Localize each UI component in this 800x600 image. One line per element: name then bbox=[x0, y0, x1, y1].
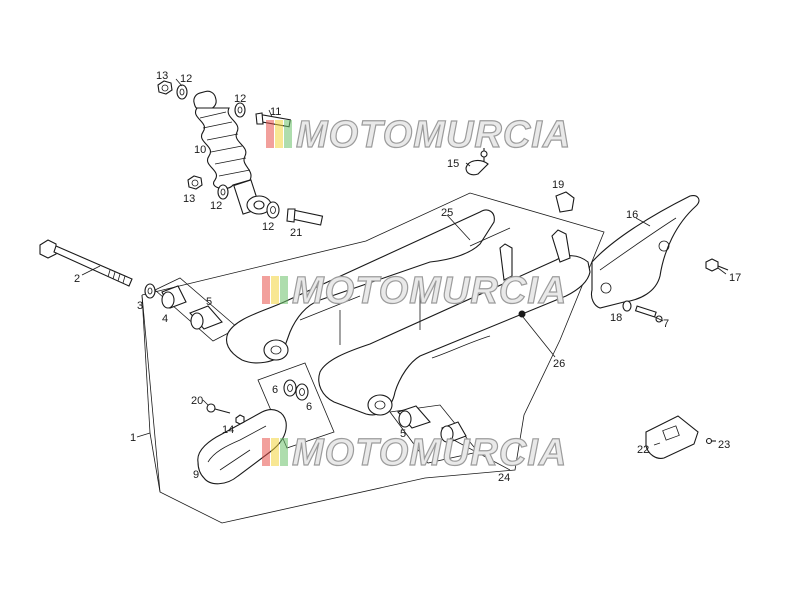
callout-4: 4 bbox=[162, 313, 168, 325]
callout-13: 13 bbox=[156, 70, 168, 82]
callout-19: 19 bbox=[552, 179, 564, 191]
washer-6-left bbox=[283, 379, 297, 397]
callout-18: 18 bbox=[610, 312, 622, 324]
bushing-24 bbox=[440, 421, 467, 443]
callout-5: 5 bbox=[400, 428, 406, 440]
callout-25: 25 bbox=[441, 207, 453, 219]
callout-24: 24 bbox=[498, 472, 510, 484]
callout-10: 10 bbox=[194, 144, 206, 156]
callout-13: 13 bbox=[183, 193, 195, 205]
callout-2: 2 bbox=[74, 273, 80, 285]
bolt-7 bbox=[634, 305, 663, 323]
shock-top-washer bbox=[176, 84, 188, 100]
callout-7: 7 bbox=[663, 318, 669, 330]
bushing-group-box-right bbox=[389, 404, 479, 464]
callout-6: 6 bbox=[272, 384, 278, 396]
clip-19 bbox=[555, 191, 575, 213]
nut-14 bbox=[235, 414, 245, 425]
bolt-17 bbox=[705, 258, 729, 272]
callout-12: 12 bbox=[234, 93, 246, 105]
callout-16: 16 bbox=[626, 209, 638, 221]
callout-12: 12 bbox=[180, 73, 192, 85]
watermark-top: MOTOMURCIA bbox=[266, 113, 571, 157]
callout-15: 15 bbox=[447, 158, 459, 170]
callout-12: 12 bbox=[262, 221, 274, 233]
shock-upper-washer bbox=[234, 102, 246, 118]
washer-3 bbox=[144, 283, 156, 299]
watermark-text: MOTOMURCIA bbox=[296, 114, 571, 156]
bushing-5-right bbox=[397, 405, 431, 429]
callout-3: 3 bbox=[137, 300, 143, 312]
swingarm-axle bbox=[39, 239, 133, 287]
callout-6: 6 bbox=[306, 401, 312, 413]
washer-18 bbox=[622, 300, 632, 312]
assembly-outline bbox=[141, 192, 605, 524]
watermark-text: MOTOMURCIA bbox=[292, 432, 567, 474]
screw-23 bbox=[705, 437, 716, 445]
shock-absorber bbox=[193, 90, 272, 215]
screw-20 bbox=[206, 403, 231, 414]
callout-5: 5 bbox=[206, 296, 212, 308]
callout-9: 9 bbox=[193, 469, 199, 481]
callout-22: 22 bbox=[637, 444, 649, 456]
clip-15 bbox=[465, 148, 489, 176]
shock-lower-bolt bbox=[286, 208, 324, 226]
bushing-4 bbox=[161, 285, 187, 309]
washer-6-right bbox=[295, 383, 309, 401]
bushing-5 bbox=[189, 305, 223, 330]
callout-11: 11 bbox=[270, 106, 281, 118]
tensioner-plate bbox=[645, 415, 699, 459]
leader-lines bbox=[81, 78, 727, 493]
shock-lower-washer-right bbox=[266, 201, 280, 219]
watermark-middle: MOTOMURCIA bbox=[262, 269, 567, 313]
swingarm bbox=[225, 209, 591, 416]
watermark-text: MOTOMURCIA bbox=[292, 270, 567, 312]
shock-lower-nut bbox=[187, 175, 203, 190]
shock-top-nut bbox=[157, 80, 173, 95]
chain-guard bbox=[590, 195, 700, 309]
callout-21: 21 bbox=[290, 227, 302, 239]
callout-labels: 13 12 12 11 10 13 12 12 21 15 19 25 16 1… bbox=[74, 70, 741, 484]
callout-1: 1 bbox=[130, 432, 136, 444]
callout-17: 17 bbox=[729, 272, 741, 284]
callout-12: 12 bbox=[210, 200, 222, 212]
bushing-group-box-left bbox=[154, 277, 239, 342]
callout-23: 23 bbox=[718, 439, 730, 451]
callout-20: 20 bbox=[191, 395, 203, 407]
shock-lower-washer-left bbox=[217, 184, 229, 200]
callout-26: 26 bbox=[553, 358, 565, 370]
callout-14: 14 bbox=[222, 424, 234, 436]
watermark-bottom: MOTOMURCIA bbox=[262, 431, 567, 475]
